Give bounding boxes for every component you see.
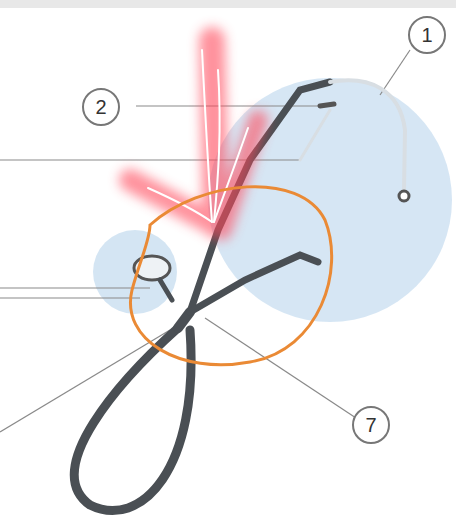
detail-circle (93, 230, 177, 314)
stethoscope (74, 80, 409, 510)
leader-lines (0, 50, 410, 432)
highlight-marks (130, 40, 258, 230)
callout-number: 2 (82, 88, 120, 126)
detail-circle (208, 78, 452, 322)
orange-circle-annotation (130, 187, 331, 365)
callout-number: 1 (408, 16, 446, 54)
callout-number: 7 (352, 406, 390, 444)
top-strip (0, 0, 456, 8)
